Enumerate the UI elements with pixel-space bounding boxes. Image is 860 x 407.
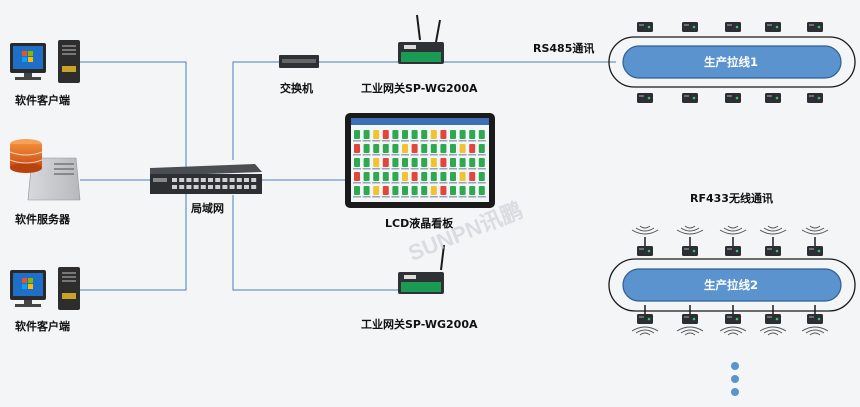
line2-device-bottom — [807, 305, 823, 324]
gateway-top — [398, 14, 444, 64]
wireless-signal-icon — [719, 326, 747, 336]
line1-device-top — [765, 22, 781, 32]
line2-label: 生产拉线2 — [704, 278, 759, 292]
line1-device-top — [725, 22, 741, 32]
line2-device-top — [807, 237, 823, 256]
wireless-signal-icon — [801, 326, 829, 336]
line1-device-bottom — [725, 93, 741, 103]
server — [9, 139, 81, 201]
wireless-signal-icon — [676, 225, 704, 235]
line1-device-bottom — [765, 93, 781, 103]
wireless-signal-icon — [719, 225, 747, 235]
production-line-2 — [608, 225, 856, 336]
line1-device-bottom — [637, 93, 653, 103]
line2-device-top — [637, 237, 653, 256]
client-bottom-label: 软件客户端 — [15, 320, 70, 333]
rf433-label: RF433无线通讯 — [690, 192, 773, 205]
wireless-signal-icon — [759, 326, 787, 336]
line2-device-top — [765, 237, 781, 256]
wireless-signal-icon — [801, 225, 829, 235]
client-pc-top — [10, 40, 80, 83]
line1-device-bottom — [682, 93, 698, 103]
line2-device-top — [682, 237, 698, 256]
small-switch-label: 交换机 — [280, 82, 313, 95]
small-switch — [279, 55, 319, 68]
lan-label: 局域网 — [191, 202, 224, 215]
gateway-top-label: 工业网关SP-WG200A — [361, 82, 478, 95]
line1-label: 生产拉线1 — [704, 55, 759, 69]
production-line-1 — [608, 22, 856, 103]
server-label: 软件服务器 — [15, 213, 70, 226]
line2-device-bottom — [725, 305, 741, 324]
wireless-signal-icon — [759, 225, 787, 235]
line2-device-top — [725, 237, 741, 256]
line2-device-bottom — [682, 305, 698, 324]
rs485-label: RS485通讯 — [533, 42, 595, 55]
line2-device-bottom — [637, 305, 653, 324]
gateway-bottom-label: 工业网关SP-WG200A — [361, 318, 478, 331]
wireless-signal-icon — [631, 326, 659, 336]
lcd-board — [345, 113, 495, 208]
line1-device-bottom — [807, 93, 823, 103]
line2-device-bottom — [765, 305, 781, 324]
wireless-signal-icon — [631, 225, 659, 235]
line1-device-top — [807, 22, 823, 32]
lcd-label: LCD液晶看板 — [385, 217, 454, 230]
lan-switch — [150, 164, 262, 194]
wireless-signal-icon — [676, 326, 704, 336]
continuation-dots — [731, 362, 739, 396]
line1-device-top — [637, 22, 653, 32]
line1-device-top — [682, 22, 698, 32]
client-pc-bottom — [10, 267, 80, 310]
gateway-bottom — [398, 244, 445, 294]
client-top-label: 软件客户端 — [15, 94, 70, 107]
